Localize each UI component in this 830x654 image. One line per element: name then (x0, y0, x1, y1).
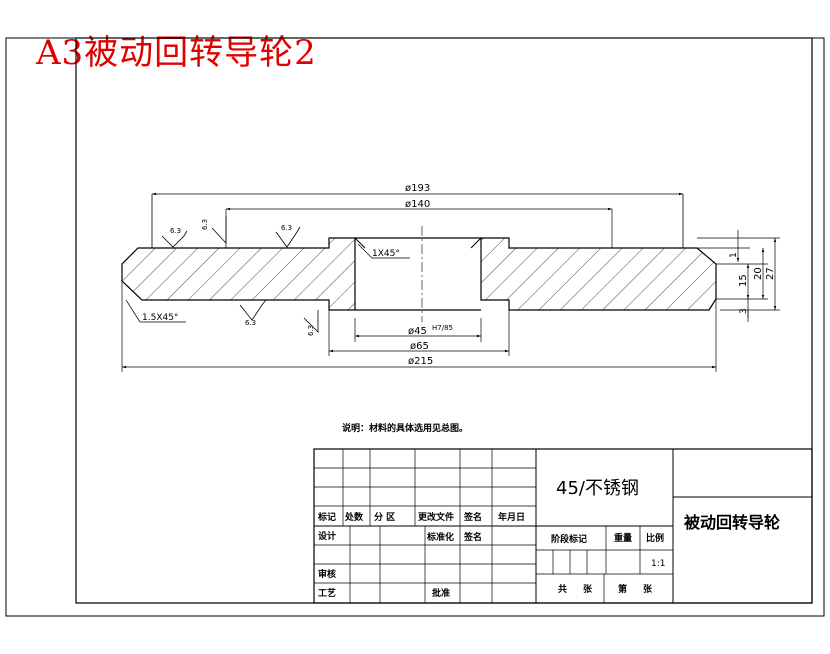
dimensions (121, 192, 780, 372)
dim-d193: ø193 (405, 183, 430, 194)
dim-d45-tolerance: H7/85 (432, 324, 453, 332)
rev-header-sign: 签名 (463, 511, 482, 523)
design-label: 设计 (318, 530, 336, 542)
process-label: 工艺 (318, 587, 336, 599)
dim-h1: 1 (729, 252, 739, 258)
stage-label: 阶段标记 (551, 533, 587, 545)
approve-label: 批准 (432, 587, 450, 599)
page-label: 第 (618, 583, 627, 595)
review-label: 审核 (318, 568, 336, 580)
part-section (121, 194, 717, 322)
drawing-title: A3被动回转导轮2 (36, 33, 317, 73)
rev-header-mark: 标记 (317, 511, 336, 523)
dim-h27: 27 (765, 267, 776, 280)
total-label: 共 (558, 583, 567, 595)
rev-header-file: 更改文件 (418, 511, 454, 523)
dim-h15: 15 (738, 274, 749, 287)
dim-d215: ø215 (408, 356, 433, 367)
dim-h3: 3 (739, 308, 749, 314)
dimension-labels: ø193 ø140 ø45 H7/85 ø65 ø215 1X45° 1.5X4… (142, 183, 776, 367)
title-block (313, 448, 813, 604)
rev-header-count: 处数 (344, 511, 364, 523)
roughness-value: 6.3 (170, 227, 181, 235)
standard-label: 标准化 (426, 531, 454, 543)
material-note: 说明：材料的具体选用见总图。 (342, 422, 468, 434)
weight-label: 重量 (614, 532, 632, 544)
roughness-values: 6.3 6.3 6.3 6.3 6.3 (170, 219, 315, 336)
dim-h20: 20 (753, 267, 764, 280)
rev-header-date: 年月日 (498, 511, 525, 523)
dim-d65: ø65 (410, 341, 429, 352)
material-label: 45/不锈钢 (556, 478, 639, 499)
roughness-value: 6.3 (245, 319, 256, 327)
ratio-label: 比例 (646, 532, 664, 544)
sheet-label-2: 张 (643, 583, 653, 595)
roughness-value: 6.3 (307, 325, 315, 336)
dim-d45: ø45 (408, 326, 427, 337)
roughness-symbols (161, 216, 319, 333)
sheet-label: 张 (583, 583, 593, 595)
chamfer-inner-label: 1X45° (372, 249, 400, 259)
scale-value: 1:1 (651, 559, 665, 569)
dim-d140: ø140 (405, 199, 430, 210)
part-name: 被动回转导轮 (684, 513, 780, 532)
sign-label: 签名 (463, 531, 482, 543)
chamfer-outer-label: 1.5X45° (142, 313, 178, 323)
roughness-value: 6.3 (201, 219, 209, 230)
title-block-text: 标记 处数 分 区 更改文件 签名 年月日 设计 标准化 签名 审核 工艺 批准… (317, 478, 780, 599)
rev-header-zone: 分 区 (374, 511, 395, 523)
roughness-value: 6.3 (281, 224, 292, 232)
